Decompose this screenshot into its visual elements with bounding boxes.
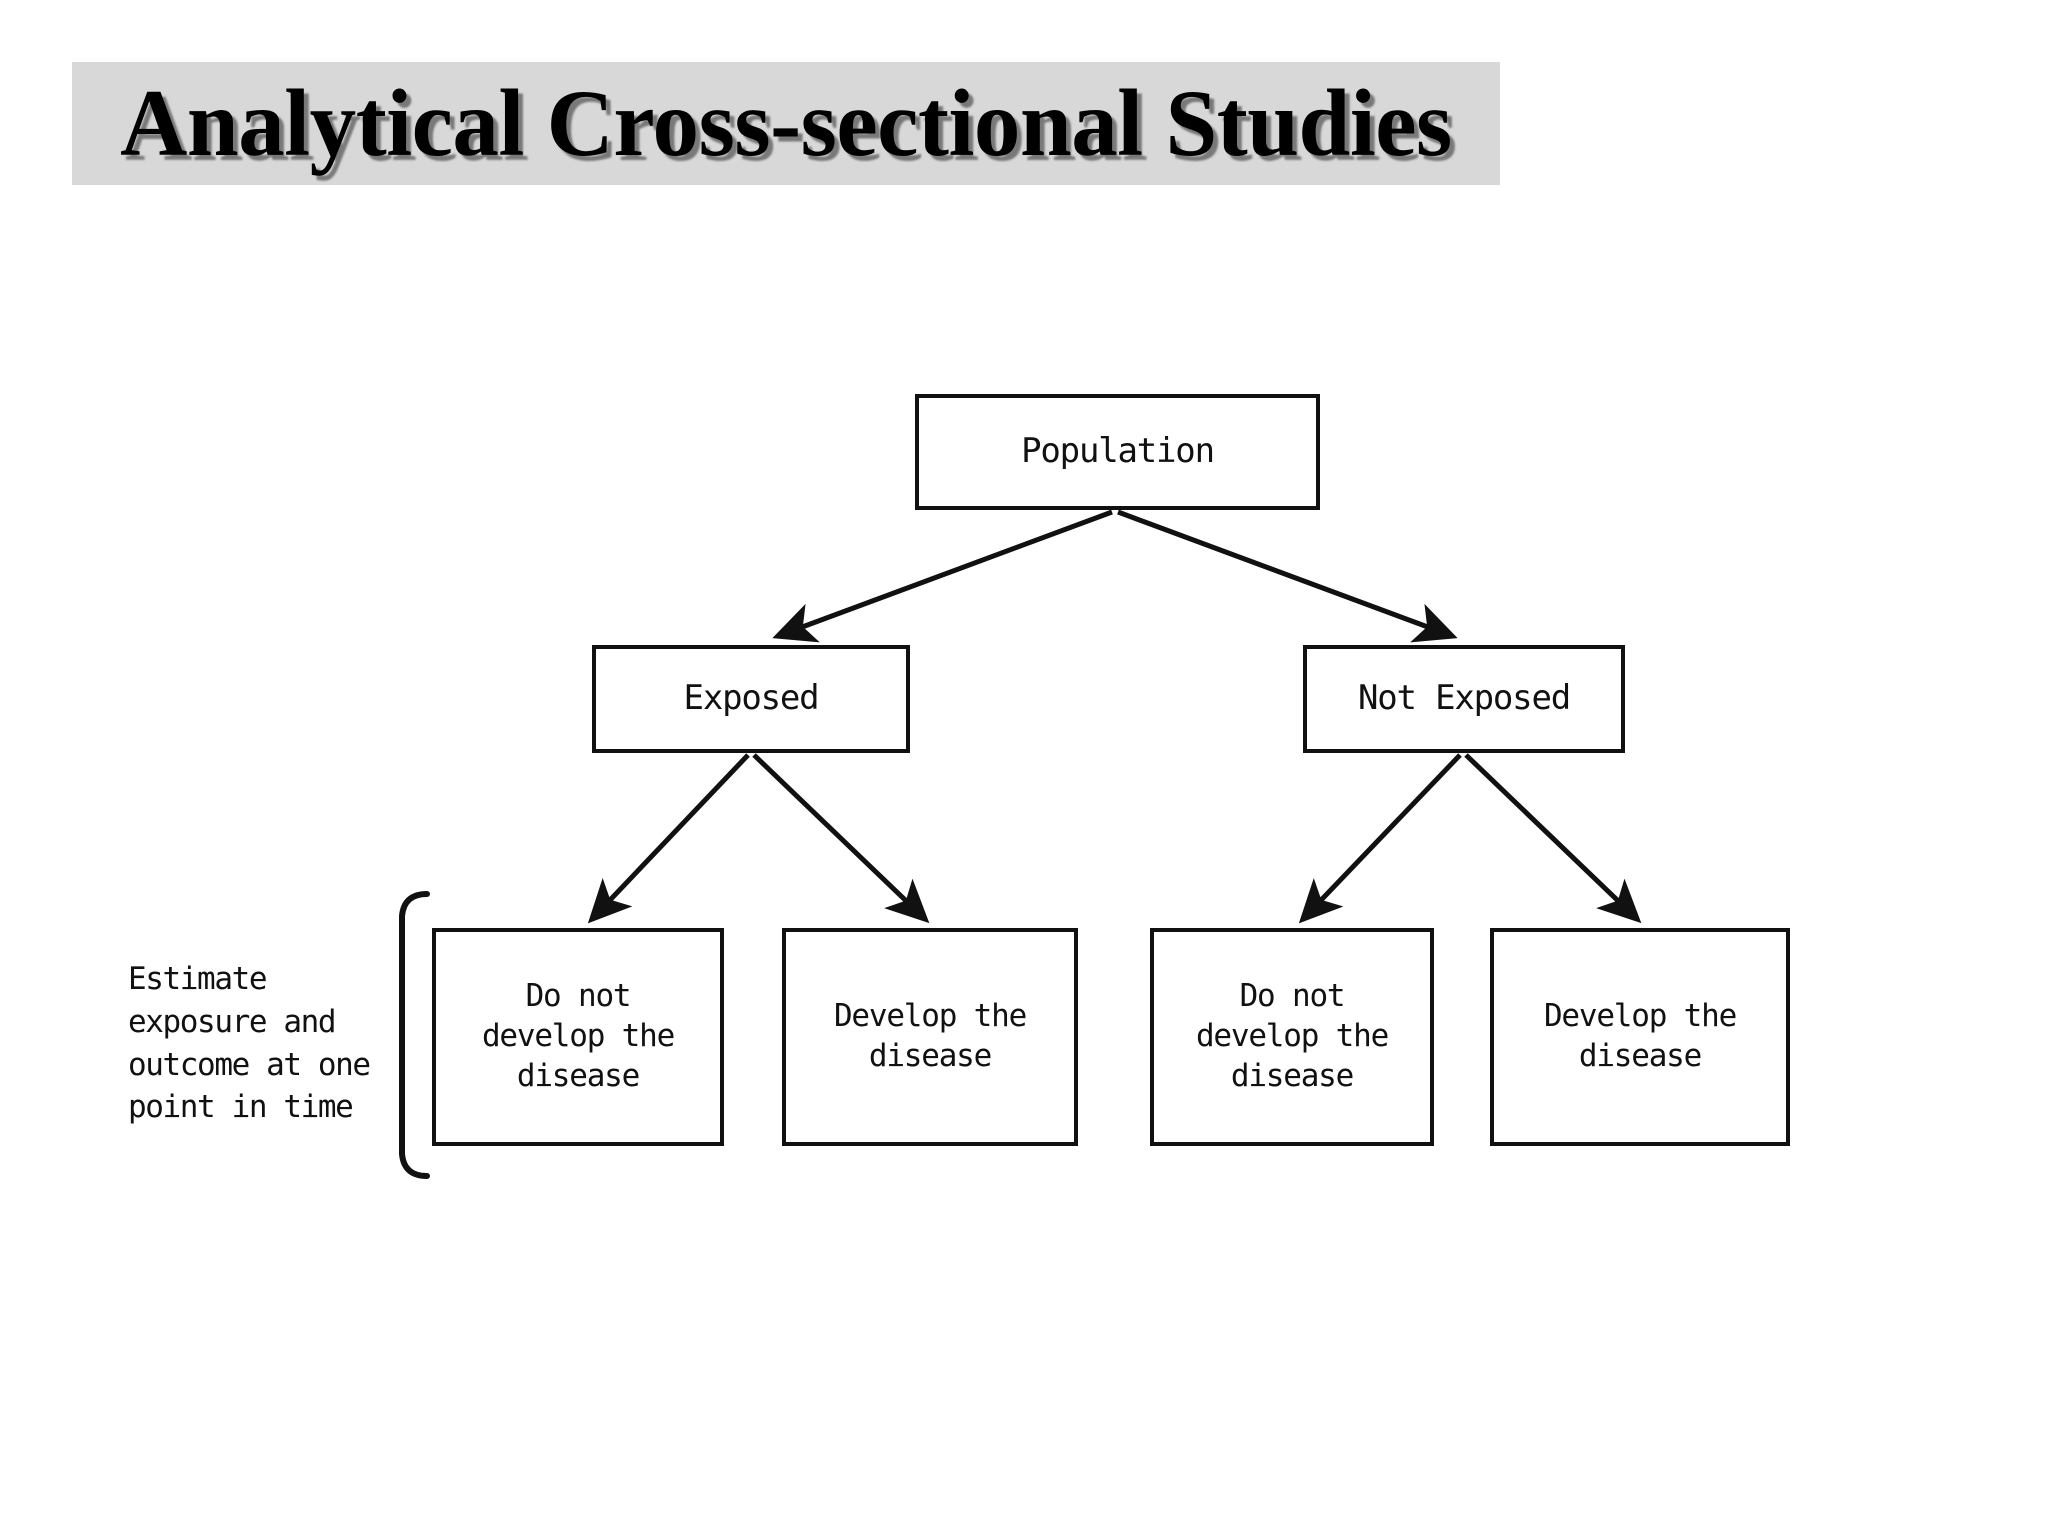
edge-exposed-to-no-disease [587, 753, 750, 924]
node-not-exposed[interactable]: Not Exposed [1303, 645, 1625, 753]
node-not-exposed-do-not-develop-disease[interactable]: Do not develop the disease [1150, 928, 1434, 1146]
edge-not-exposed-to-disease [1464, 753, 1642, 924]
node-population[interactable]: Population [915, 394, 1320, 510]
edge-not-exposed-to-no-disease [1298, 753, 1462, 924]
edge-exposed-to-disease [752, 753, 930, 924]
edge-population-to-exposed [772, 509, 1113, 643]
node-not-exposed-develop-disease[interactable]: Develop the disease [1490, 928, 1790, 1146]
node-exposed-develop-disease[interactable]: Develop the disease [782, 928, 1078, 1146]
annotation-estimate-exposure-outcome: Estimate exposure and outcome at one poi… [128, 961, 371, 1126]
edge-population-to-not-exposed [1117, 509, 1458, 643]
node-exposed-do-not-develop-disease[interactable]: Do not develop the disease [432, 928, 724, 1146]
left-bracket-icon [399, 891, 430, 1179]
slide-title: Analytical Cross-sectional Studies [120, 70, 1452, 176]
title-band [72, 62, 1500, 185]
node-exposed[interactable]: Exposed [592, 645, 910, 753]
